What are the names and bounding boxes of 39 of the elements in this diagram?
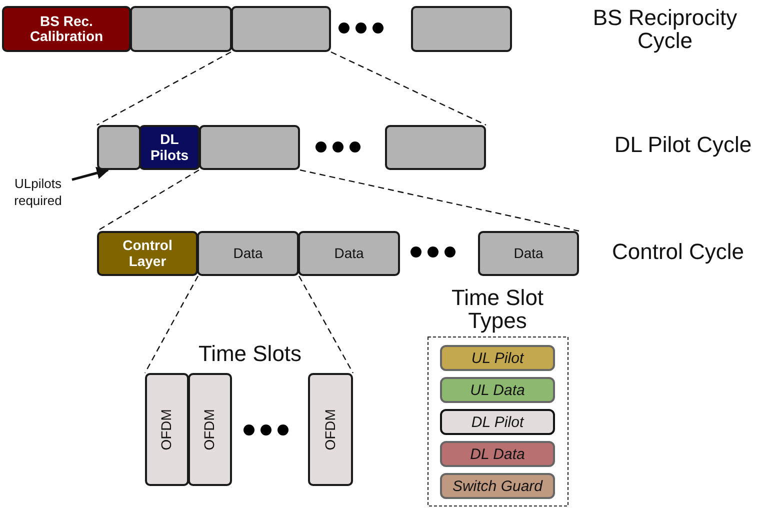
legend-label: UL Data	[470, 382, 525, 398]
legend-label: DL Pilot	[471, 414, 524, 430]
empty-slot-box	[97, 125, 141, 170]
zoom-line	[96, 51, 232, 126]
slot-label: Data	[514, 246, 544, 262]
slot-label: BS Rec. Calibration	[28, 14, 104, 44]
legend-label: UL Pilot	[471, 350, 524, 366]
slot-box	[308, 373, 353, 486]
cycle-label: DL Pilot Cycle	[613, 133, 753, 156]
slot-label: OFDM	[202, 408, 218, 450]
slot-label: DL Pilots	[150, 132, 189, 163]
zoom-line	[144, 276, 199, 374]
slot-box	[478, 231, 579, 276]
empty-slot-box	[385, 125, 486, 170]
annotation-text: ULpilots required	[13, 176, 63, 210]
slot-box	[2, 6, 131, 52]
slot-box	[188, 373, 232, 486]
slot-box	[139, 125, 200, 170]
section-title: Time Slot Types	[450, 286, 545, 332]
legend-label: Switch Guard	[452, 478, 543, 494]
cycle-label: Control Cycle	[610, 240, 746, 264]
arrow	[72, 166, 110, 181]
slot-label: Data	[233, 246, 263, 262]
cycle-label: BS Reciprocity Cycle	[592, 6, 738, 52]
zoom-line	[96, 169, 200, 232]
section-title: Time Slots	[197, 342, 303, 366]
slot-box	[197, 231, 299, 276]
empty-slot-box	[411, 6, 512, 52]
slot-box	[298, 231, 400, 276]
slot-label: OFDM	[159, 408, 175, 450]
zoom-line	[300, 169, 580, 232]
slot-box	[145, 373, 189, 486]
zoom-line	[330, 51, 486, 126]
slot-label: Control Layer	[122, 238, 174, 269]
legend-label: DL Data	[470, 446, 525, 462]
slot-box	[97, 231, 198, 276]
slot-label: OFDM	[322, 408, 338, 450]
slot-label: Data	[334, 246, 364, 262]
zoom-line	[298, 276, 354, 374]
